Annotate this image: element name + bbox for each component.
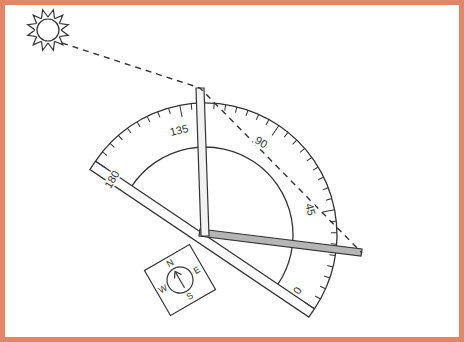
protractor <box>90 52 388 317</box>
sun-ray-line <box>62 43 362 253</box>
shadow-stick <box>199 229 362 256</box>
sun-symbol <box>28 10 69 51</box>
compass-symbol <box>144 244 215 315</box>
angle-number: 45 <box>303 201 317 217</box>
upright-stick <box>196 88 209 236</box>
